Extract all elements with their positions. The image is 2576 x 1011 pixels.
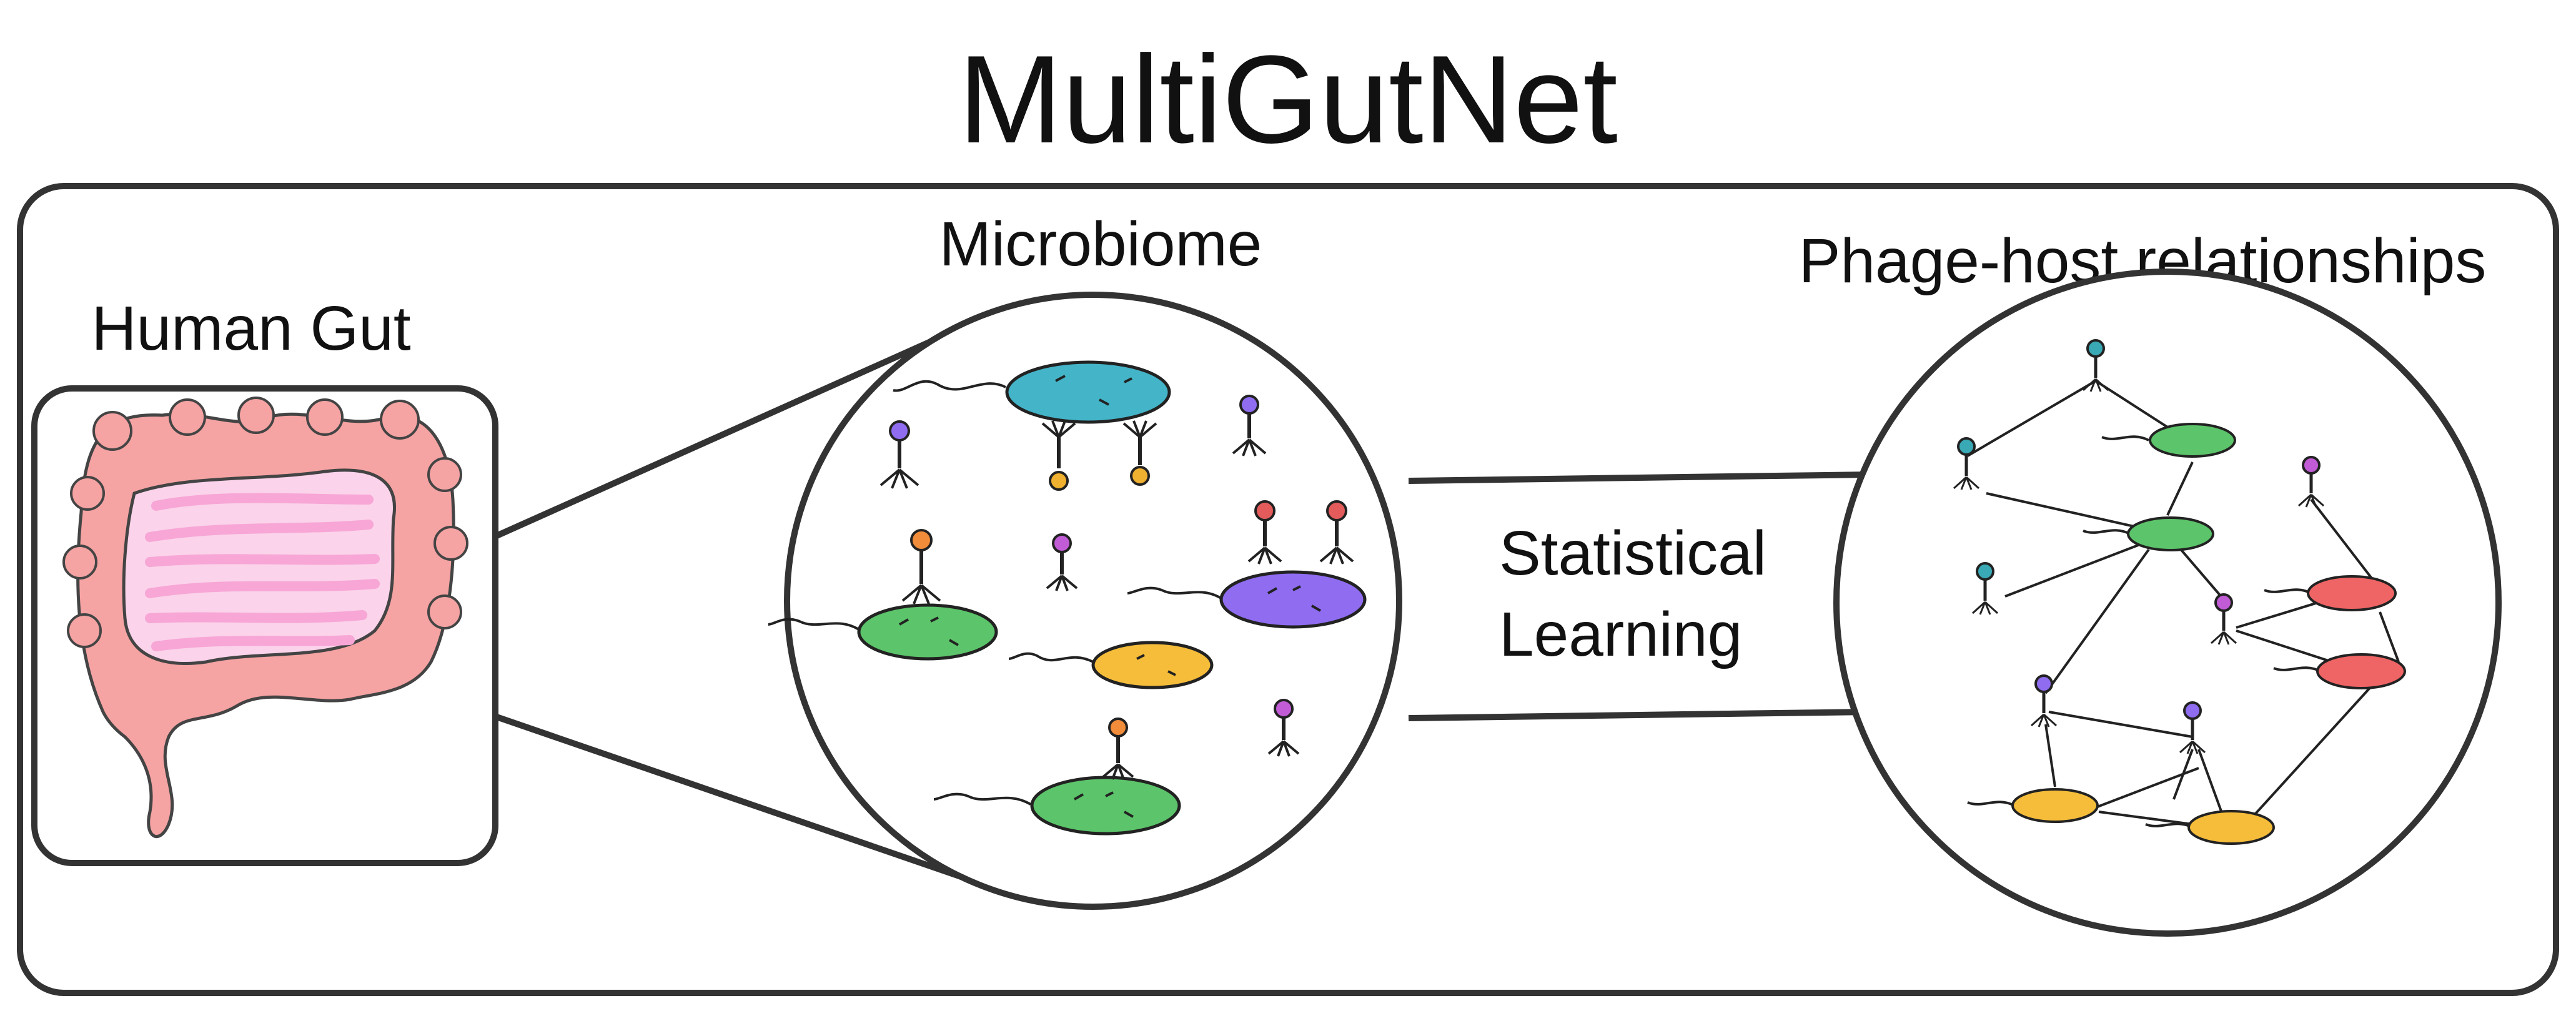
net-phage-teal-3 [1971, 562, 1999, 615]
host-green-2 [2083, 516, 2214, 551]
phage-orange-2 [1102, 718, 1134, 780]
zoom-connector-lines [495, 317, 1013, 897]
phage-yellow-2 [1122, 420, 1157, 486]
network-circle [1833, 269, 2502, 937]
phage-purple-1 [879, 420, 919, 489]
gut-illustration [62, 397, 468, 839]
net-phage-purple-2 [2179, 701, 2206, 754]
net-phage-purple-1 [2030, 674, 2058, 727]
host-green-1 [2101, 423, 2236, 458]
learning-connector-band [1408, 471, 1870, 721]
phage-red-2 [1319, 500, 1354, 565]
host-red-1 [2264, 575, 2397, 611]
host-yellow-2 [2145, 810, 2275, 845]
diagram-title: MultiGutNet [958, 30, 1618, 169]
phage-magenta-1 [1046, 533, 1078, 591]
microbiome-label: Microbiome [939, 209, 1262, 279]
phage-magenta-2 [1267, 699, 1300, 757]
host-red-2 [2273, 653, 2406, 689]
phage-yellow-1 [1041, 420, 1076, 491]
host-yellow-1 [1967, 788, 2099, 823]
network-panel [1833, 269, 2502, 937]
outer-frame [17, 183, 2559, 996]
phage-orange-1 [901, 529, 941, 604]
net-phage-teal-2 [1953, 437, 1980, 490]
net-phage-magenta-2 [2210, 593, 2237, 645]
bacterium-purple [1127, 570, 1367, 629]
method-label-line2: Learning [1499, 599, 1742, 669]
bacterium-yellow [1008, 641, 1214, 689]
net-phage-magenta-1 [2297, 456, 2325, 508]
bacterium-teal [893, 360, 1171, 424]
net-phage-teal-1 [2082, 339, 2109, 392]
method-label-line1: Statistical [1499, 518, 1766, 588]
human-gut-panel [31, 385, 498, 866]
phage-red-1 [1247, 500, 1282, 565]
bacterium-green-2 [933, 776, 1181, 836]
microbiome-panel [768, 292, 1402, 910]
phage-purple-2 [1232, 395, 1267, 456]
gut-label: Human Gut [91, 293, 411, 363]
bacterium-green-1 [768, 603, 998, 661]
